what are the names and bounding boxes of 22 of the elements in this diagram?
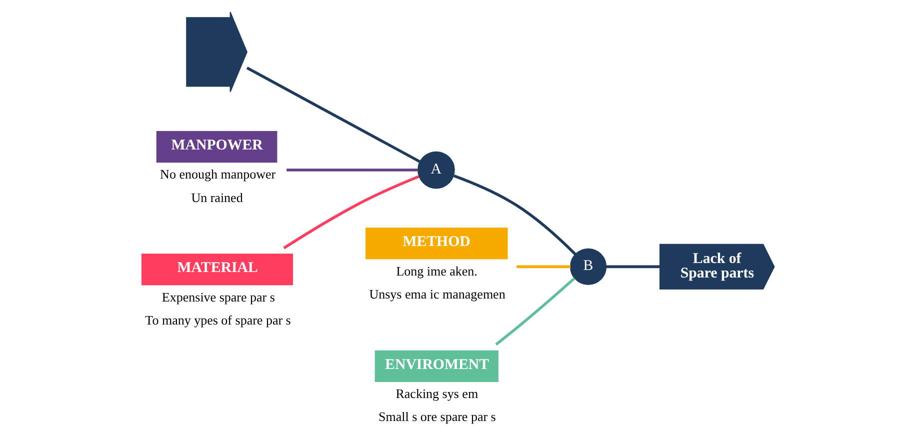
node-box: MANPOWER [156, 130, 278, 163]
node-circle: B [570, 248, 607, 285]
node-label: Expensive spare par s [162, 289, 275, 304]
connector [283, 175, 420, 250]
connector [453, 174, 576, 256]
connector [246, 66, 420, 163]
node-label: Long ime aken. [396, 263, 478, 278]
node-box: ENVIROMENT [374, 350, 498, 382]
node-box: METHOD [366, 228, 508, 260]
node-box: MATERIAL [141, 254, 294, 286]
node-label: No enough manpower [160, 166, 276, 182]
node-label: Un rained [191, 190, 243, 205]
node-chevron [186, 12, 248, 92]
node-label: Racking sys em [396, 386, 478, 401]
node-label: Unsys ema ic managemen [369, 286, 506, 302]
connector [286, 168, 418, 172]
connector [606, 265, 660, 268]
node-label: Small s ore spare par s [378, 409, 496, 424]
node-label: To many ypes of spare par s [145, 312, 291, 328]
connector [516, 265, 570, 268]
node-circle: A [418, 151, 455, 189]
connector [495, 277, 576, 346]
